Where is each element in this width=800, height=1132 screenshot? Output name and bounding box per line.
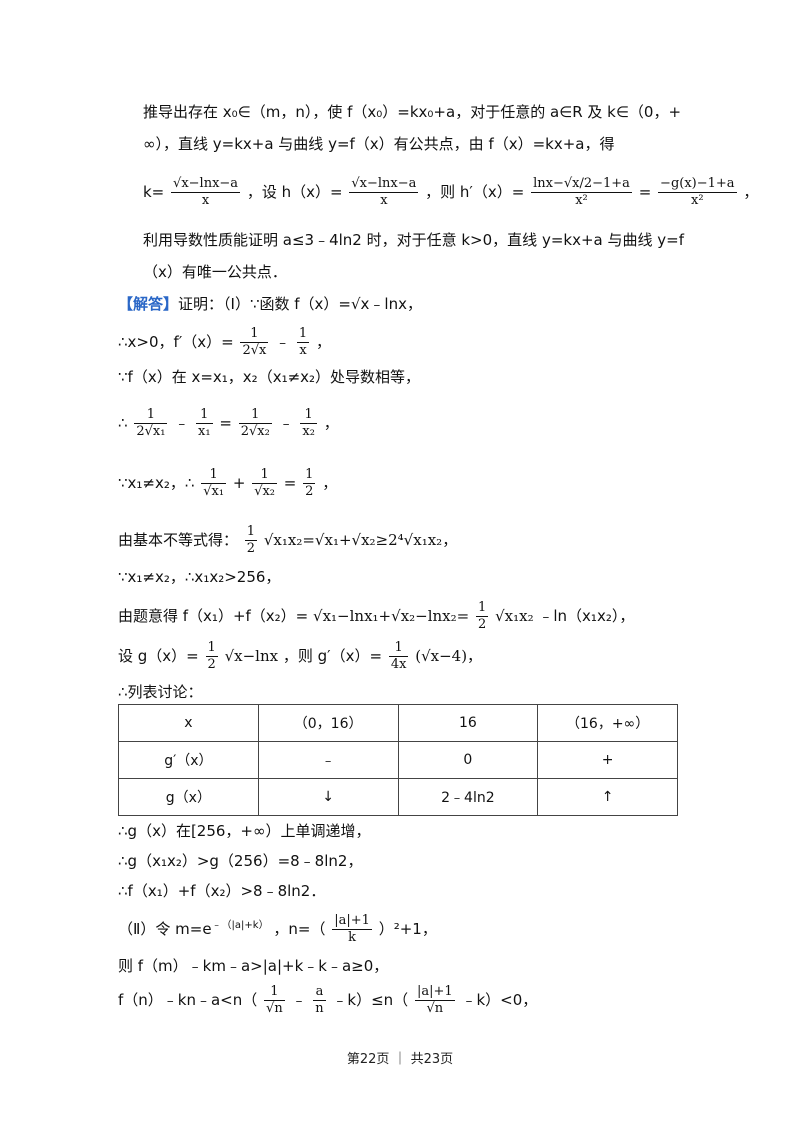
table-cell: 2﹣4ln2 (397, 778, 539, 816)
table-cell: （0，16） (257, 704, 399, 742)
answer-intro: 证明：（Ⅰ）∵函数 f（x）=√x﹣lnx， (178, 295, 422, 313)
table-cell: g′（x） (118, 741, 259, 779)
line6-mid: ﹣k）≤n（ (332, 991, 409, 1009)
text-line-1: 推导出存在 x₀∈（m，n），使 f（x₀）=kx₀+a，对于任意的 a∈R 及… (143, 103, 682, 121)
sign-table: x （0，16） 16 （16，+∞） g′（x） ﹣ 0 + g（x） ↓ 2… (118, 704, 678, 816)
table-header-row: x （0，16） 16 （16，+∞） (118, 704, 678, 742)
frac-l6a: 1√n (264, 984, 285, 1016)
page-footer: 第22页 ｜ 共23页 (346, 1052, 454, 1067)
table-cell: 0 (397, 741, 539, 779)
step-g-suffix: ﹣ln（x₁x₂）， (538, 607, 635, 625)
after-line-1: ∴g（x）在[256，+∞）上单调递增， (118, 822, 371, 840)
table-cell: g（x） (118, 778, 259, 816)
step-d-prefix: ∵x₁≠x₂，∴ (118, 474, 195, 492)
table-cell: 16 (397, 704, 539, 742)
part2-suffix: ）²+1， (378, 920, 437, 938)
frac-l6c: |a|+1√n (414, 984, 455, 1016)
step-f-line: ∵x₁≠x₂，∴x₁x₂>256， (118, 568, 281, 586)
after-line-5: 则 f（m）﹣km﹣a>|a|+k﹣k﹣a≥0， (118, 957, 389, 975)
text-line-2: ∞），直线 y=kx+a 与曲线 y=f（x）有公共点，由 f（x）=kx+a，… (143, 135, 615, 153)
line6-prefix: f（n）﹣kn﹣a<n（ (118, 991, 258, 1009)
table-cell: x (118, 704, 259, 742)
part2-mid: ，n=（ (273, 920, 326, 938)
h-def-label: ，设 h（x）= (246, 183, 343, 201)
table-cell: ﹣ (257, 741, 399, 779)
table-cell: ↑ (537, 778, 678, 816)
frac-d1: 1√x₁ (201, 467, 227, 499)
part2-prefix: （Ⅱ）令 m=e (118, 920, 212, 938)
step-b-line: ∵f（x）在 x=x₁，x₂（x₁≠x₂）处导数相等， (118, 368, 421, 386)
line6-suffix: ﹣k）<0， (461, 991, 538, 1009)
k-prefix: k= (143, 183, 165, 201)
h-derivative-label: ，则 h′（x）= (425, 183, 525, 201)
step-c-prefix: ∴ (118, 414, 128, 432)
table-cell: ↓ (257, 778, 399, 816)
step-i-line: ∴列表讨论： (118, 683, 203, 701)
step-g-prefix: 由题意得 f（x₁）+f（x₂）= (118, 607, 309, 625)
step-a-text: ∴x>0，f′（x）= (118, 333, 234, 351)
table-row: g′（x） ﹣ 0 + (118, 741, 678, 779)
table-cell: （16，+∞） (537, 704, 678, 742)
table-cell: + (537, 741, 678, 779)
step-h-mid: ，则 g′（x）= (282, 647, 383, 665)
after-line-2: ∴g（x₁x₂）>g（256）=8﹣8ln2， (118, 852, 363, 870)
exponent: ﹣（|a|+k） (211, 920, 269, 931)
step-e-prefix: 由基本不等式得： (118, 531, 239, 549)
text-line-4: 利用导数性质能证明 a≤3﹣4ln2 时，对于任意 k>0，直线 y=kx+a … (143, 231, 684, 249)
text-line-5: （x）有唯一公共点． (143, 263, 287, 281)
after-line-3: ∴f（x₁）+f（x₂）>8﹣8ln2． (118, 882, 326, 900)
answer-tag: 【解答】 (118, 295, 179, 313)
frac-d2: 1√x₂ (252, 467, 278, 499)
table-row: g（x） ↓ 2﹣4ln2 ↑ (118, 778, 678, 816)
answer-intro-line: 【解答】证明：（Ⅰ）∵函数 f（x）=√x﹣lnx， (118, 293, 422, 315)
step-h-prefix: 设 g（x）= (118, 647, 199, 665)
